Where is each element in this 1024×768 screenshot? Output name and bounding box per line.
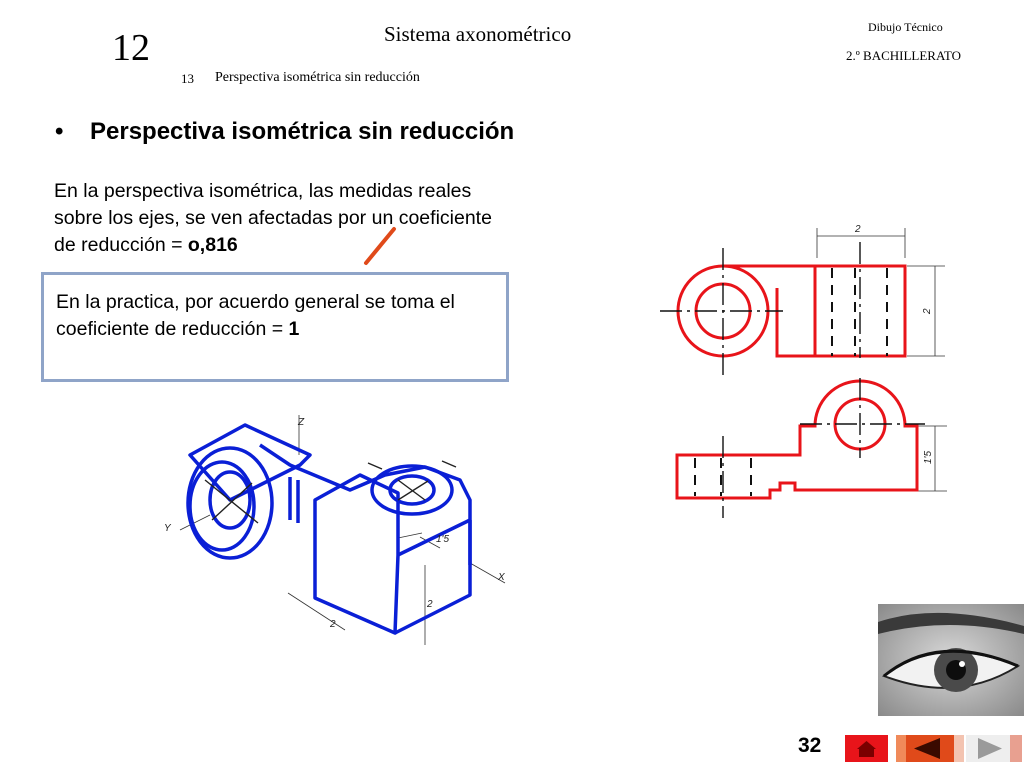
reduction-value: o,816 — [187, 234, 238, 256]
isometric-drawing: Z Y X 1'5 2 2 — [164, 415, 506, 645]
dim-bottom-height-label: 1'5 — [923, 451, 934, 464]
home-button[interactable] — [845, 735, 888, 762]
dim-width-label: 2 — [329, 619, 336, 630]
lesson-number: 13 — [181, 71, 194, 86]
page-title: Sistema axonométrico — [384, 22, 572, 46]
strikethrough-mark — [364, 227, 396, 265]
orthographic-drawing: 2 2 1'5 — [660, 224, 947, 518]
lesson-title: Perspectiva isométrica sin reducción — [215, 70, 420, 85]
dim-depth-label: 1'5 — [436, 534, 449, 545]
paragraph-reduction: En la perspectiva isométrica, las medida… — [54, 178, 514, 259]
eye-photo — [878, 604, 1024, 716]
course-label: 2.º BACHILLERATO — [846, 48, 962, 63]
paragraph-practice-text: En la practica, por acuerdo general se t… — [56, 291, 455, 340]
dim-top-width-label: 2 — [854, 224, 861, 235]
paragraph-practice: En la practica, por acuerdo general se t… — [56, 289, 506, 343]
axis-y-label: Y — [164, 523, 172, 534]
triangle-left-icon — [914, 738, 940, 759]
unit-number: 12 — [112, 27, 150, 69]
section-heading: Perspectiva isométrica sin reducción — [90, 118, 515, 145]
next-button[interactable] — [966, 735, 1022, 762]
dim-top-height-label: 2 — [922, 308, 933, 315]
previous-button[interactable] — [896, 735, 964, 762]
triangle-right-icon — [978, 738, 1002, 759]
practice-value: 1 — [288, 318, 300, 340]
note-box: En la practica, por acuerdo general se t… — [41, 272, 509, 382]
subject-label: Dibujo Técnico — [868, 20, 943, 34]
paragraph-reduction-text: En la perspectiva isométrica, las medida… — [54, 180, 492, 256]
page-number: 32 — [798, 734, 822, 757]
axis-z-label: Z — [297, 417, 305, 428]
bullet: • — [55, 118, 64, 145]
dim-height-label: 2 — [426, 599, 433, 610]
home-icon — [857, 741, 876, 757]
axis-x-label: X — [497, 572, 505, 583]
